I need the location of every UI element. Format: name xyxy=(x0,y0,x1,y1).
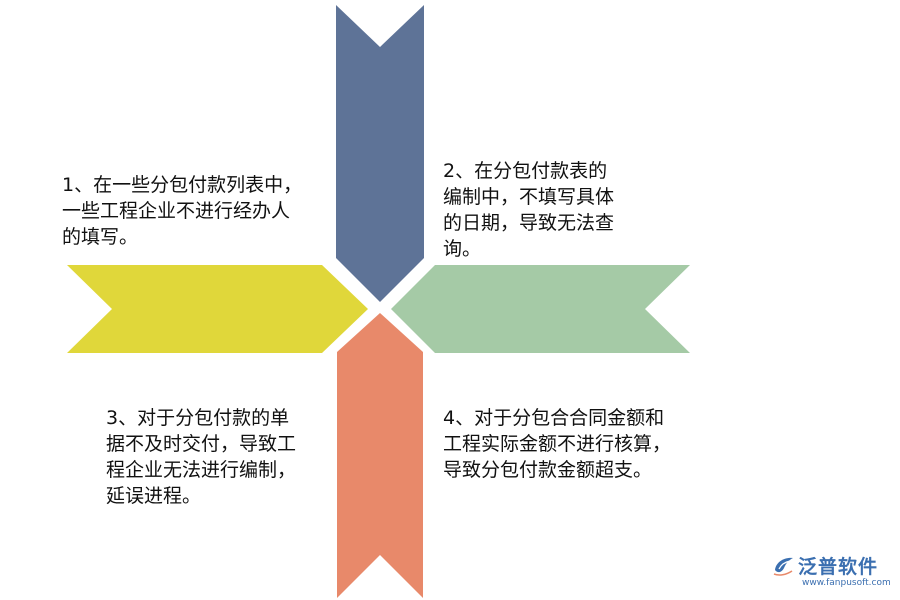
bottom-arrow xyxy=(337,313,423,598)
logo-name: 泛普软件 xyxy=(798,556,879,578)
note-1: 1、在一些分包付款列表中， 一些工程企业不进行经办人 的填写。 xyxy=(62,174,303,248)
note-3: 3、对于分包付款的单 据不及时交付，导致工 程企业无法进行编制， 延误进程。 xyxy=(106,407,297,507)
note-2: 2、在分包付款表的 编制中，不填写具体 的日期，导致无法查 询。 xyxy=(443,160,615,260)
right-arrow xyxy=(391,265,690,353)
logo-url: www.fanpusoft.com xyxy=(802,578,891,588)
brand-logo: 泛普软件 www.fanpusoft.com xyxy=(772,552,892,596)
top-arrow xyxy=(336,5,424,302)
left-arrow xyxy=(67,265,368,353)
note-4: 4、对于分包合合同金额和 工程实际金额不进行核算， 导致分包付款金额超支。 xyxy=(443,407,672,481)
leaf-swirl-icon xyxy=(773,557,793,576)
